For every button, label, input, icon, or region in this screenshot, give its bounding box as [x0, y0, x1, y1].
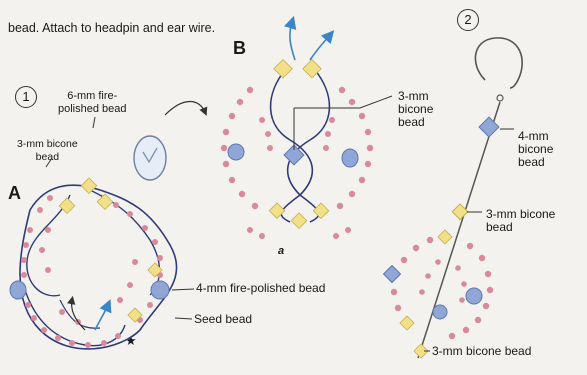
figure-b-drawing	[221, 22, 392, 239]
earring-drawing	[384, 38, 523, 358]
fire-polished-bead-6mm	[46, 101, 205, 180]
figure-a-drawing	[10, 178, 194, 349]
